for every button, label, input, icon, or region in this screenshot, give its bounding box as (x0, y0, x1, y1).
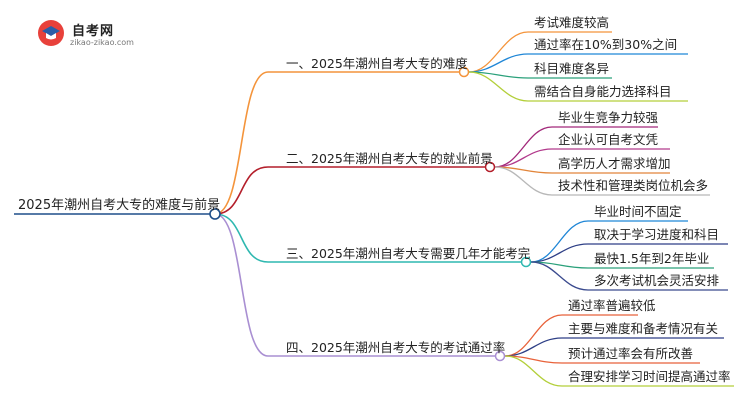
subtopic-3-1: 毕业时间不固定 (594, 204, 682, 219)
branch-topic-2: 二、2025年潮州自考大专的就业前景 (286, 151, 493, 166)
root-topic: 2025年潮州自考大专的难度与前景 (18, 198, 221, 213)
subtopic-1-3: 科目难度各异 (534, 61, 610, 76)
subtopic-4-2: 主要与难度和备考情况有关 (568, 321, 719, 336)
subtopic-2-3: 高学历人才需求增加 (558, 156, 671, 171)
subtopic-3-4: 多次考试机会灵活安排 (594, 273, 720, 288)
subtopic-1-4: 需结合自身能力选择科目 (534, 84, 672, 99)
branch-topic-4: 四、2025年潮州自考大专的考试通过率 (286, 340, 506, 355)
child-connector (468, 31, 529, 73)
branch-node[interactable] (494, 350, 506, 362)
child-connector (530, 220, 589, 263)
child-connector (530, 243, 589, 263)
child-connector (494, 148, 553, 168)
branch-topic-1: 一、2025年潮州自考大专的难度 (286, 56, 468, 71)
branch-connector (214, 166, 269, 215)
subtopic-2-4: 技术性和管理类岗位机会多 (558, 178, 709, 193)
branch-connector (214, 213, 269, 263)
child-connector (504, 355, 563, 387)
child-connector (468, 71, 529, 102)
subtopic-3-2: 取决于学习进度和科目 (594, 227, 720, 242)
child-connector (494, 166, 553, 196)
subtopic-4-3: 预计通过率会有所改善 (568, 346, 694, 361)
subtopic-3-3: 最快1.5年到2年毕业 (594, 251, 710, 266)
child-connector (468, 53, 529, 73)
branch-node[interactable] (484, 161, 496, 173)
child-connector (494, 126, 553, 168)
subtopic-1-2: 通过率在10%到30%之间 (534, 37, 678, 52)
branch-node[interactable] (458, 66, 470, 78)
branch-node[interactable] (520, 256, 532, 268)
logo-url: zikao-zikao.com (70, 38, 134, 47)
site-logo[interactable]: 自考网 zikao-zikao.com (36, 18, 146, 52)
branch-connector (214, 213, 269, 357)
child-connector (504, 314, 563, 357)
subtopic-2-1: 毕业生竞争力较强 (558, 110, 659, 125)
subtopic-2-2: 企业认可自考文凭 (558, 132, 659, 147)
child-connector (530, 261, 589, 291)
child-connector (504, 337, 563, 357)
subtopic-1-1: 考试难度较高 (534, 15, 610, 30)
logo-title: 自考网 (72, 24, 115, 39)
root-node[interactable] (209, 208, 221, 220)
subtopic-4-1: 通过率普遍较低 (568, 298, 656, 313)
branch-connector (214, 71, 269, 215)
branch-topic-3: 三、2025年潮州自考大专需要几年才能考完 (286, 246, 531, 261)
graduation-cap-icon (38, 20, 64, 46)
subtopic-4-4: 合理安排学习时间提高通过率 (568, 369, 731, 384)
